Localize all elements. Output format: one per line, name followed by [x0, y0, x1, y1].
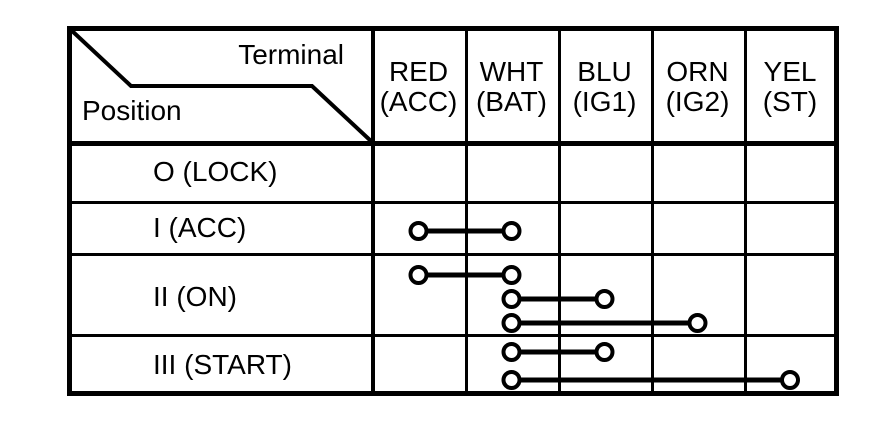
column-header-orn-ig2: ORN (IG2)	[651, 57, 744, 117]
row-separator-lock-acc	[67, 201, 839, 204]
corner-label-position: Position	[82, 95, 182, 126]
row-label-lock: O (LOCK)	[153, 156, 278, 187]
column-header-sub: (IG2)	[665, 86, 730, 117]
row-separator-on-start	[67, 334, 839, 337]
row-label-acc: I (ACC)	[153, 212, 247, 243]
column-header-name: RED	[388, 56, 449, 87]
table-outer-border	[67, 26, 839, 396]
column-divider-position-terminal	[371, 26, 375, 396]
column-header-sub: (IG1)	[572, 86, 637, 117]
column-header-name: ORN	[666, 56, 729, 87]
column-header-red-acc: RED (ACC)	[372, 57, 465, 117]
column-divider-red-wht	[465, 26, 468, 396]
column-header-sub: (BAT)	[475, 86, 548, 117]
column-header-name: BLU	[577, 56, 632, 87]
column-divider-wht-blu	[558, 26, 561, 396]
column-header-name: YEL	[763, 56, 817, 87]
row-label-on: II (ON)	[153, 281, 237, 312]
column-header-yel-st: YEL (ST)	[744, 57, 836, 117]
column-header-wht-bat: WHT (BAT)	[465, 57, 558, 117]
column-divider-orn-yel	[744, 26, 747, 396]
column-header-blu-ig1: BLU (IG1)	[558, 57, 651, 117]
column-divider-blu-orn	[651, 26, 654, 396]
column-header-sub: (ACC)	[379, 86, 458, 117]
column-header-name: WHT	[479, 56, 544, 87]
column-header-sub: (ST)	[762, 86, 818, 117]
header-separator-line	[67, 141, 839, 146]
corner-label-terminal: Terminal	[238, 39, 344, 70]
row-label-start: III (START)	[153, 349, 292, 380]
row-separator-acc-on	[67, 253, 839, 256]
